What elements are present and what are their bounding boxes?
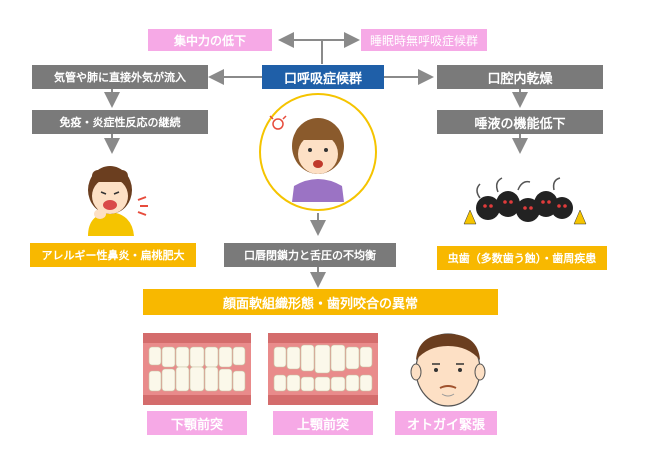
concentration-box: 集中力の低下 [148, 29, 272, 51]
maxillary-protrusion-teeth-illustration [268, 333, 378, 405]
airway-inflow-box: 気管や肺に直接外気が流入 [32, 65, 208, 89]
lip-tongue-imbalance-box: 口唇閉鎖力と舌圧の不均衡 [224, 243, 396, 267]
chin-tension-box: オトガイ緊張 [395, 411, 497, 435]
chin-tension-face-illustration [410, 333, 486, 407]
mandibular-prognathism-box: 下顎前突 [147, 411, 247, 435]
facial-abnormality-box: 顔面軟組織形態・歯列咬合の異常 [143, 289, 498, 315]
mouth-breathing-box: 口呼吸症候群 [262, 65, 384, 89]
coughing-child-illustration [88, 166, 148, 236]
immune-inflammation-box: 免疫・炎症性反応の継続 [32, 110, 208, 134]
mouth-breathing-child-illustration [259, 93, 377, 211]
maxillary-protrusion-box: 上顎前突 [273, 411, 373, 435]
saliva-decline-box: 唾液の機能低下 [437, 110, 603, 134]
mandibular-prognathism-teeth-illustration [143, 333, 251, 405]
bacteria-illustration [463, 177, 587, 225]
dry-mouth-box: 口腔内乾燥 [437, 65, 603, 89]
caries-box: 虫歯（多数歯う蝕）・歯周疾患 [437, 246, 607, 270]
allergy-box: アレルギー性鼻炎・扁桃肥大 [30, 243, 196, 267]
sleep-apnea-box: 睡眠時無呼吸症候群 [361, 29, 487, 51]
